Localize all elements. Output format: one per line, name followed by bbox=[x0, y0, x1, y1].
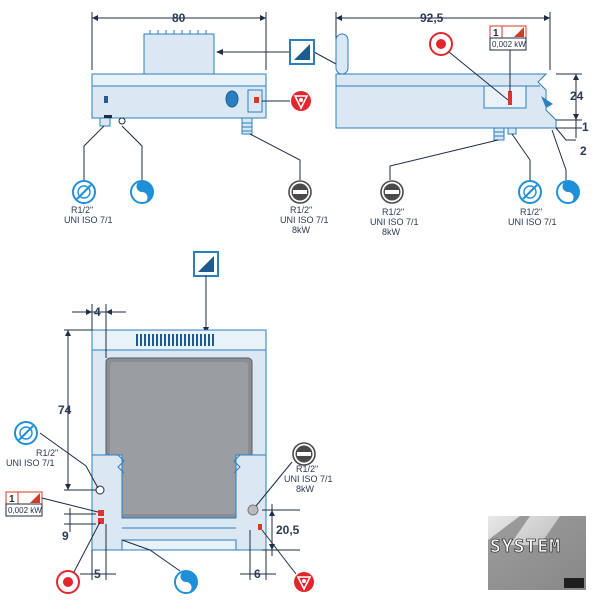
label-uni-bottom-left: UNI ISO 7/1 bbox=[6, 458, 55, 468]
gas-off-icon-bottom-right bbox=[292, 442, 316, 466]
label-uni-mid: UNI ISO 7/1 bbox=[280, 215, 329, 225]
dimension-1: 1 bbox=[582, 120, 589, 134]
water-icon-bottom-center bbox=[174, 570, 198, 594]
gas-warning-icon-side bbox=[429, 32, 453, 56]
dimension-6: 6 bbox=[254, 567, 261, 581]
label-r12-side-right: R1/2" bbox=[520, 207, 542, 217]
gas-off-icon-top-left bbox=[288, 180, 312, 204]
electric-rating-kw-top: 0,002 kW bbox=[492, 40, 526, 49]
dimension-4: 4 bbox=[94, 305, 101, 319]
gas-icon-bottom-right bbox=[294, 572, 314, 592]
water-icon-top-left-2 bbox=[130, 180, 154, 204]
gas-off-icon-side bbox=[380, 180, 404, 204]
electric-rating-num-bottom: 1 bbox=[9, 494, 15, 505]
dimension-80: 80 bbox=[172, 11, 186, 25]
dimension-24: 24 bbox=[570, 89, 584, 103]
side-view: 92,5 24 1 2 bbox=[335, 11, 589, 158]
water-icon-top-left-1 bbox=[72, 180, 96, 204]
water-icon-bottom-left bbox=[14, 421, 38, 445]
water-icon-side-2 bbox=[556, 180, 580, 204]
electric-rating-num-top: 1 bbox=[493, 28, 499, 39]
electric-rating-kw-bottom: 0,002 kW bbox=[8, 506, 42, 515]
dimension-9: 9 bbox=[62, 529, 69, 543]
water-icon-side-1 bbox=[518, 180, 542, 204]
label-kw-side-left: 8kW bbox=[382, 227, 401, 237]
dimension-74: 74 bbox=[58, 403, 72, 417]
electric-rating-top: 1 0,002 kW bbox=[489, 25, 527, 51]
dimension-5: 5 bbox=[94, 567, 101, 581]
label-uni-side-right: UNI ISO 7/1 bbox=[508, 217, 557, 227]
logo-text: SYSTEM bbox=[490, 536, 561, 557]
front-view-top: 80 bbox=[91, 11, 267, 135]
gas-icon-top-left bbox=[291, 91, 311, 111]
panel-icon-top bbox=[289, 39, 315, 65]
gas-warning-icon-bottom bbox=[56, 570, 80, 594]
label-r12-mid: R1/2" bbox=[290, 205, 312, 215]
label-uni-left: UNI ISO 7/1 bbox=[64, 215, 113, 225]
label-kw-bottom-right: 8kW bbox=[296, 484, 315, 494]
dimension-20-5: 20,5 bbox=[276, 523, 300, 537]
label-r12-left: R1/2" bbox=[71, 205, 93, 215]
dimension-92-5: 92,5 bbox=[420, 11, 444, 25]
top-view bbox=[91, 329, 267, 551]
label-r12-side-left: R1/2" bbox=[382, 207, 404, 217]
panel-icon-bottom bbox=[193, 251, 219, 277]
dimension-2: 2 bbox=[580, 144, 587, 158]
electric-rating-bottom: 1 0,002 kW bbox=[5, 491, 43, 517]
label-kw-mid: 8kW bbox=[292, 225, 311, 235]
label-r12-bottom-right: R1/2" bbox=[296, 464, 318, 474]
label-uni-bottom-right: UNI ISO 7/1 bbox=[284, 474, 333, 484]
label-r12-bottom-left: R1/2" bbox=[36, 448, 58, 458]
system-logo: SYSTEM bbox=[488, 516, 586, 590]
label-uni-side-left: UNI ISO 7/1 bbox=[370, 217, 419, 227]
